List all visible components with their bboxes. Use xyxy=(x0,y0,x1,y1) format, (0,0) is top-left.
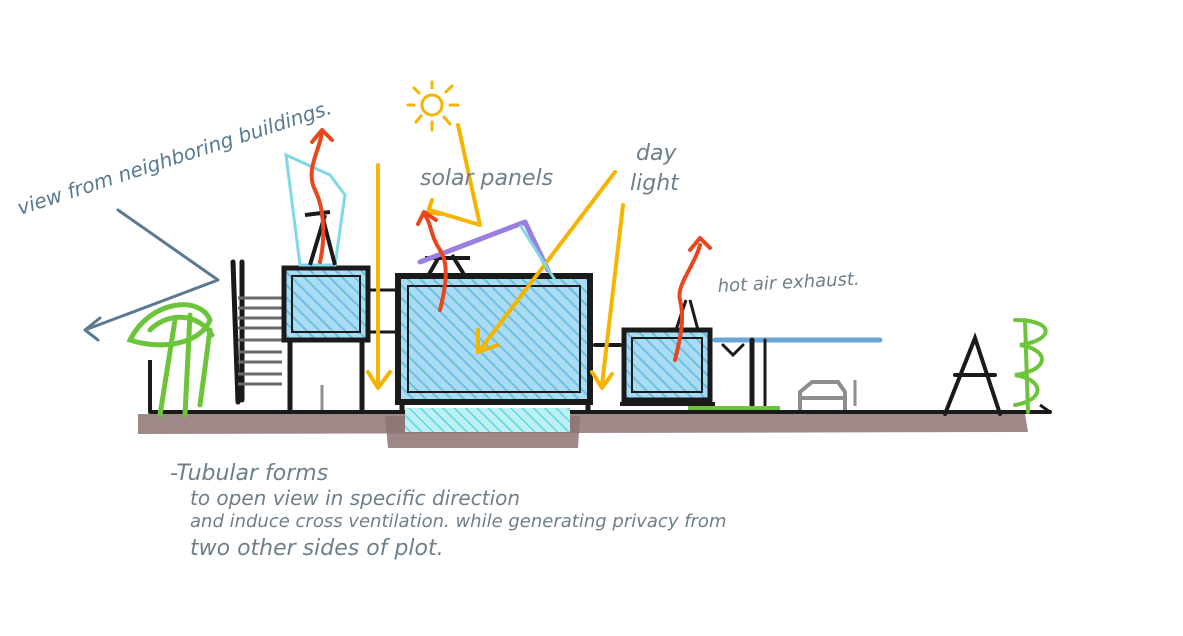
note-line-2: to open view in specific direction xyxy=(190,486,520,510)
stair-tower xyxy=(230,259,245,405)
upper-left-volume xyxy=(281,265,371,343)
right-tree xyxy=(1013,318,1048,414)
note-line-3: and induce cross ventilation. while gene… xyxy=(190,511,726,532)
exhaust-label: hot air exhaust. xyxy=(717,269,860,297)
note-line-1: -Tubular forms xyxy=(170,461,328,486)
car xyxy=(798,380,847,410)
person-figure xyxy=(320,380,857,410)
left-tree xyxy=(126,302,215,418)
solar-label: solar panels xyxy=(420,166,553,191)
ground xyxy=(138,410,1052,448)
daylight-arrows xyxy=(366,123,625,390)
main-volume xyxy=(395,273,593,405)
note-line-4: two other sides of plot. xyxy=(190,536,444,561)
right-volume xyxy=(621,327,713,403)
underground-pool xyxy=(405,408,570,432)
daylight-label-2: light xyxy=(630,171,680,196)
daylight-label-1: day xyxy=(636,141,677,166)
view-arrow xyxy=(83,208,220,342)
stair-treads xyxy=(238,296,282,386)
a-frame xyxy=(943,332,1002,416)
canopy xyxy=(593,337,883,408)
sun-icon xyxy=(406,80,460,132)
exhaust-arrows xyxy=(309,128,712,362)
light-tube xyxy=(284,152,347,267)
